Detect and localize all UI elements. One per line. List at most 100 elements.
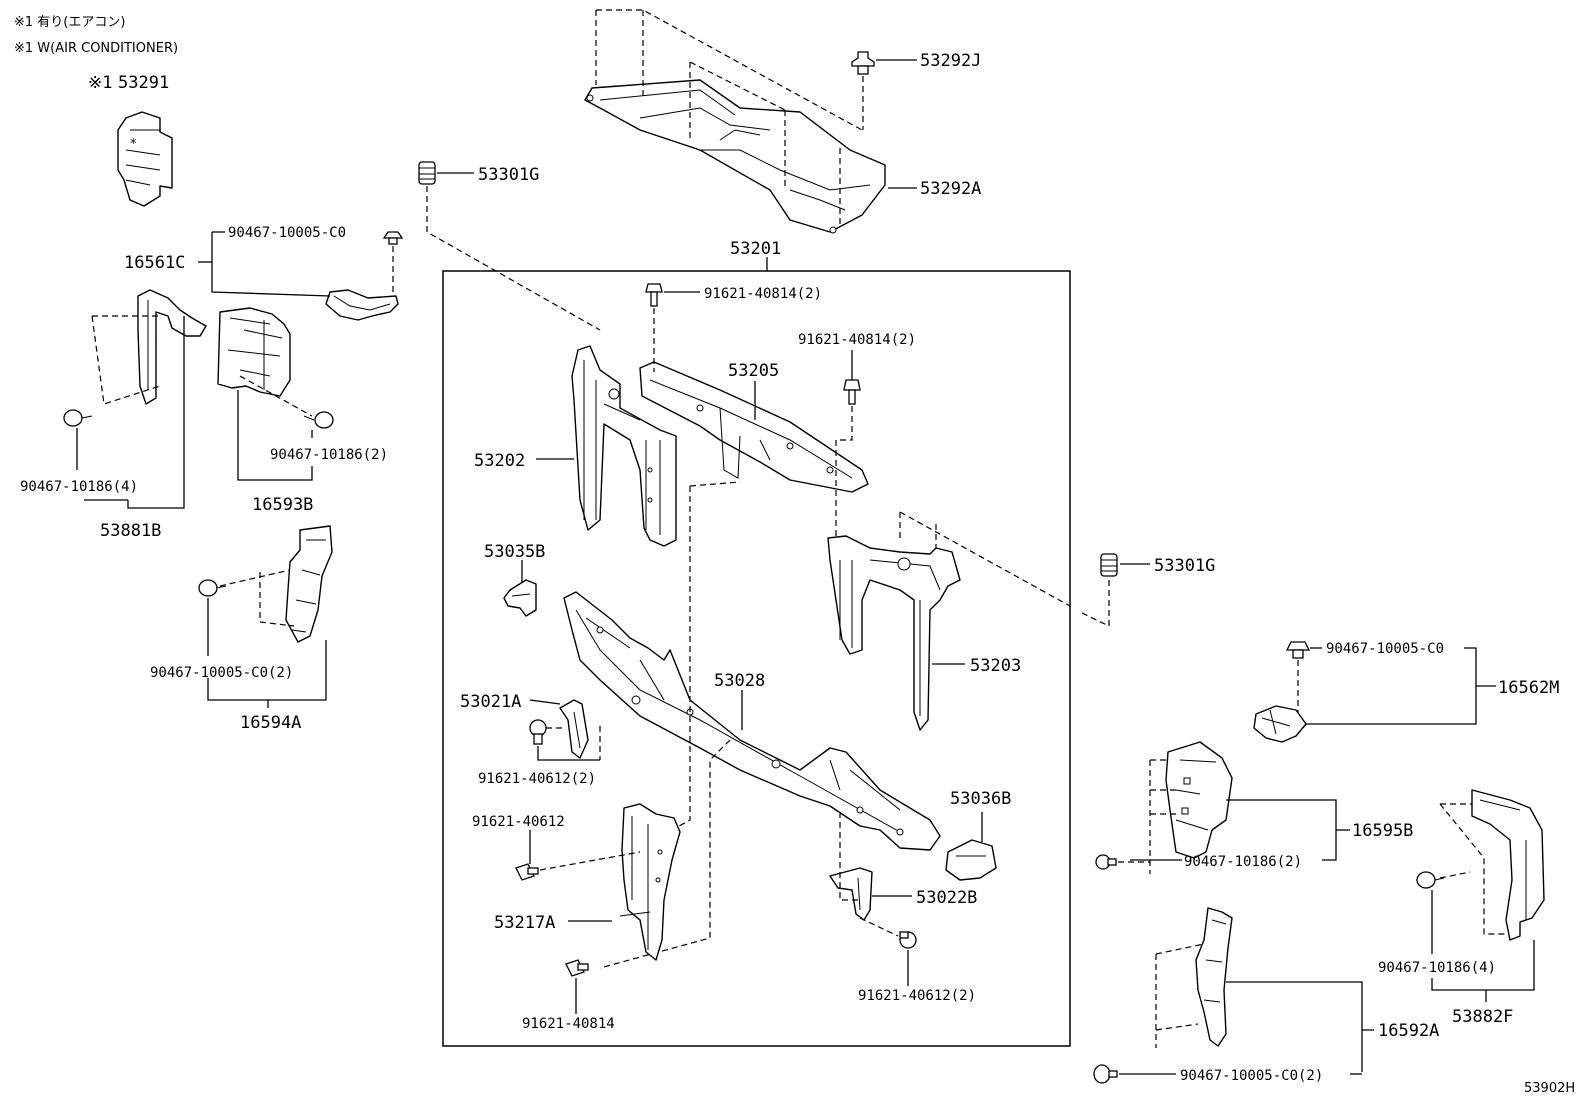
part-53028 <box>563 591 941 851</box>
leader-16561C-bracket <box>211 232 331 297</box>
part-53291: * <box>117 111 173 207</box>
dash-16592A <box>1155 943 1205 1048</box>
part-53292A-cover <box>584 79 886 234</box>
fastener-90467-10005-C0-2-right <box>1093 1064 1118 1084</box>
leader-16593B <box>237 390 313 481</box>
part-16592A <box>1195 907 1233 1047</box>
label-53021A: 53021A <box>460 692 521 712</box>
part-53036B <box>945 839 997 881</box>
label-90467-10186-2-left: 90467-10186(2) <box>270 447 388 463</box>
dash-53022B <box>839 812 858 901</box>
label-53022B: 53022B <box>916 888 977 908</box>
label-91621-40814: 91621-40814 <box>522 1016 615 1032</box>
dash-91621-40814-2-b <box>835 406 853 540</box>
dash-16594A <box>219 569 295 627</box>
dash-53301G-right <box>1079 580 1110 627</box>
fastener-91621-40612 <box>515 863 539 881</box>
label-91621-40612-2-a: 91621-40612(2) <box>478 771 596 787</box>
fastener-90467-10186-2-right <box>1095 854 1117 870</box>
leader-91621-40612-2-a <box>537 746 600 761</box>
part-16562M <box>1253 705 1307 743</box>
dash-53203 <box>899 511 1071 607</box>
label-53028: 53028 <box>714 671 765 691</box>
fastener-90467-10005-C0-2-left <box>198 579 227 597</box>
fastener-91621-40612-2-b <box>899 931 917 949</box>
label-90467-10186-4-left: 90467-10186(4) <box>20 479 138 495</box>
leader-53881B <box>127 316 185 509</box>
label-53035B: 53035B <box>484 542 545 562</box>
label-91621-40612: 91621-40612 <box>472 814 565 830</box>
label-90467-10005-C0-2-left: 90467-10005-C0(2) <box>150 665 293 681</box>
label-53205: 53205 <box>728 361 779 381</box>
part-53301G-top <box>418 161 436 185</box>
part-53021A <box>559 699 589 759</box>
fastener-90467-10005-C0-right <box>1285 641 1311 659</box>
label-53882F: 53882F <box>1452 1007 1513 1027</box>
part-16561C <box>325 289 399 321</box>
label-53291: 53291 <box>118 73 169 93</box>
label-91621-40814-2-a: 91621-40814(2) <box>704 286 822 302</box>
label-90467-10005-C0-top: 90467-10005-C0 <box>228 225 346 241</box>
label-53036B: 53036B <box>950 789 1011 809</box>
part-53205 <box>639 361 869 493</box>
fastener-53292J <box>851 51 875 75</box>
dash-16593B <box>239 375 313 417</box>
label-53881B: 53881B <box>100 521 161 541</box>
label-53203: 53203 <box>970 656 1021 676</box>
label-53301G-top: 53301G <box>478 165 539 185</box>
leader-53882F <box>1431 890 1535 1002</box>
part-53882F <box>1471 789 1545 941</box>
label-53301G-right: 53301G <box>1154 556 1215 576</box>
dash-53882F <box>1439 803 1506 935</box>
label-53217A: 53217A <box>494 913 555 933</box>
label-90467-10005-C0-2-right: 90467-10005-C0(2) <box>1180 1068 1323 1084</box>
fastener-91621-40814 <box>565 959 589 977</box>
part-16594A <box>285 525 333 643</box>
label-53292A: 53292A <box>920 179 981 199</box>
fastener-90467-10186-4-left <box>63 409 93 427</box>
leader-16562M <box>1306 647 1496 725</box>
leader-16592A <box>1226 981 1374 1072</box>
label-90467-10186-2-right: 90467-10186(2) <box>1184 854 1302 870</box>
part-53217A <box>619 803 681 961</box>
label-16562M: 16562M <box>1498 678 1559 698</box>
fastener-90467-10005-C0-top <box>382 231 404 245</box>
leader-16595B <box>1226 799 1337 861</box>
part-53022B <box>829 867 873 921</box>
fastener-91621-40814-2-b <box>843 379 861 405</box>
label-16593B: 16593B <box>252 495 313 515</box>
label-91621-40814-2-b: 91621-40814(2) <box>798 332 916 348</box>
part-53202 <box>571 345 677 547</box>
part-53035B <box>503 579 537 617</box>
dash-91621-40612-2-b <box>859 917 899 937</box>
dash-53021A <box>546 726 601 760</box>
note-line-1: ※1 有り(エアコン) <box>14 15 125 30</box>
dash-53881B <box>91 315 161 405</box>
dash-53292A <box>595 9 863 225</box>
fastener-91621-40612-2-a <box>529 719 547 745</box>
leader-16594A <box>207 598 327 701</box>
fastener-90467-10186-2-left <box>303 411 334 429</box>
part-16595B <box>1165 741 1233 859</box>
label-16592A: 16592A <box>1378 1021 1439 1041</box>
part-53881B <box>137 289 207 405</box>
label-53201: 53201 <box>730 239 781 259</box>
fastener-90467-10186-4-right <box>1416 871 1445 889</box>
label-53292J: 53292J <box>920 51 981 71</box>
svg-text:*: * <box>130 137 137 152</box>
dash-53301G-top <box>426 186 601 331</box>
dash-91621-40612 <box>539 851 641 871</box>
label-91621-40612-2-b: 91621-40612(2) <box>858 988 976 1004</box>
label-16561C: 16561C <box>124 253 185 273</box>
label-16594A: 16594A <box>240 713 301 733</box>
label-90467-10186-4-right: 90467-10186(4) <box>1378 960 1496 976</box>
fastener-91621-40814-2-a <box>645 283 663 307</box>
part-53203 <box>827 535 961 731</box>
label-90467-10005-C0-right: 90467-10005-C0 <box>1326 641 1444 657</box>
leader-53021A <box>529 699 561 705</box>
label-16595B: 16595B <box>1352 821 1413 841</box>
label-53202: 53202 <box>474 451 525 471</box>
figure-code: 53902H <box>1524 1081 1575 1096</box>
label-53291-marker: ※1 <box>88 73 112 93</box>
